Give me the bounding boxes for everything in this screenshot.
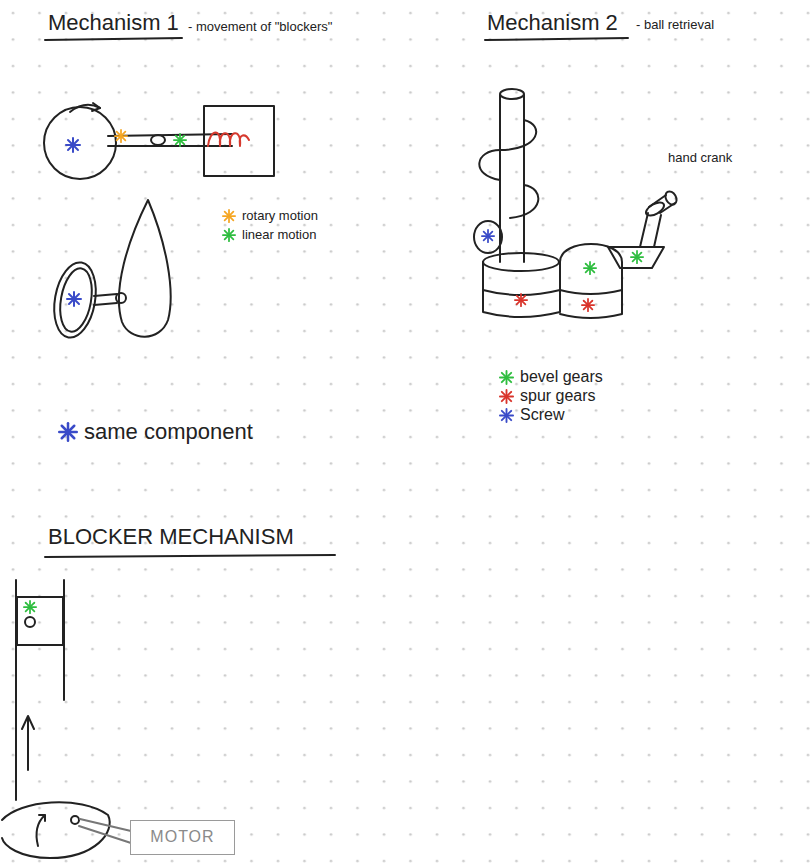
legend-star (222, 228, 236, 242)
label-text: hand crank (668, 150, 732, 165)
wheel (44, 107, 116, 179)
rotation-arrow (37, 815, 45, 846)
heading: Mechanism 2 (487, 10, 618, 35)
star-stroke (225, 212, 234, 221)
blocker (119, 200, 171, 337)
star-stroke (62, 425, 75, 438)
marker-star (24, 601, 36, 613)
screw-thread (474, 221, 502, 253)
label-text: - ball retrieval (636, 17, 714, 32)
spring (208, 133, 249, 147)
crank-arm (640, 213, 661, 247)
legend-text: linear motion (242, 228, 316, 243)
legend-entry: rotary motion (222, 209, 318, 224)
motor-box: MOTOR (130, 820, 235, 855)
screw-tube (500, 95, 524, 262)
legend-text: rotary motion (242, 209, 318, 224)
spur-gear-top (483, 253, 559, 271)
star-stroke (502, 411, 511, 420)
pin (25, 617, 35, 627)
marker-star (174, 134, 186, 146)
marker-star (115, 130, 127, 142)
heading-underline (485, 38, 628, 40)
node-text: MOTOR (150, 828, 214, 846)
marker-star (66, 138, 80, 152)
star-stroke (502, 392, 511, 401)
star-stroke (225, 212, 234, 221)
marker-star (582, 299, 594, 311)
shaft (94, 294, 117, 305)
part-label: hand crank (668, 148, 732, 166)
label-text: BLOCKER MECHANISM (48, 524, 294, 549)
legend-entry: same component (58, 419, 253, 444)
bevel-gear (608, 247, 664, 268)
crank-grip (663, 189, 679, 206)
legend-star (222, 209, 236, 223)
arrow-head (92, 103, 100, 111)
marker-star (584, 262, 596, 274)
cam-axle (71, 816, 79, 824)
wheel-side (49, 259, 102, 341)
label-text: - movement of "blockers" (188, 19, 332, 34)
marker-star (631, 251, 643, 263)
heading-subtitle: - ball retrieval (636, 15, 714, 33)
guide-rail (16, 580, 64, 800)
marker-star (67, 292, 81, 306)
legend-star (499, 389, 514, 404)
heading-underline (45, 555, 335, 557)
heading-underline (45, 38, 182, 40)
tube-top (500, 89, 524, 99)
motor-shaft (79, 819, 131, 843)
legend-star (499, 408, 514, 423)
legend-entry: bevel gears (499, 368, 603, 386)
legend-entry: spur gears (499, 387, 596, 405)
star-stroke (502, 373, 511, 382)
legend-entry: linear motion (222, 228, 316, 243)
star-stroke (502, 373, 511, 382)
shaft-end (116, 293, 126, 303)
star-stroke (225, 231, 234, 240)
star-stroke (502, 392, 511, 401)
wheel-rim (56, 266, 97, 334)
legend-text: same component (84, 419, 253, 444)
legend-text: bevel gears (520, 368, 603, 386)
legend-star (499, 370, 514, 385)
heading-subtitle: - movement of "blockers" (188, 17, 332, 35)
heading: Mechanism 1 (48, 10, 179, 35)
star-stroke (502, 411, 511, 420)
screw-thread (479, 120, 538, 218)
blocker-block (17, 597, 63, 645)
label-text: Mechanism 1 (48, 10, 179, 35)
legend-star (58, 422, 78, 442)
legend-entry: Screw (499, 406, 564, 424)
legend-text: spur gears (520, 387, 596, 405)
label-text: Mechanism 2 (487, 10, 618, 35)
housing (204, 106, 274, 176)
gear-band (560, 290, 622, 294)
section-heading: BLOCKER MECHANISM (48, 524, 294, 549)
legend-text: Screw (520, 406, 564, 424)
motion-arrow (22, 716, 34, 770)
marker-star (515, 294, 527, 306)
star-stroke (225, 231, 234, 240)
marker-star (482, 230, 494, 242)
star-stroke (62, 425, 75, 438)
pin (151, 135, 165, 145)
